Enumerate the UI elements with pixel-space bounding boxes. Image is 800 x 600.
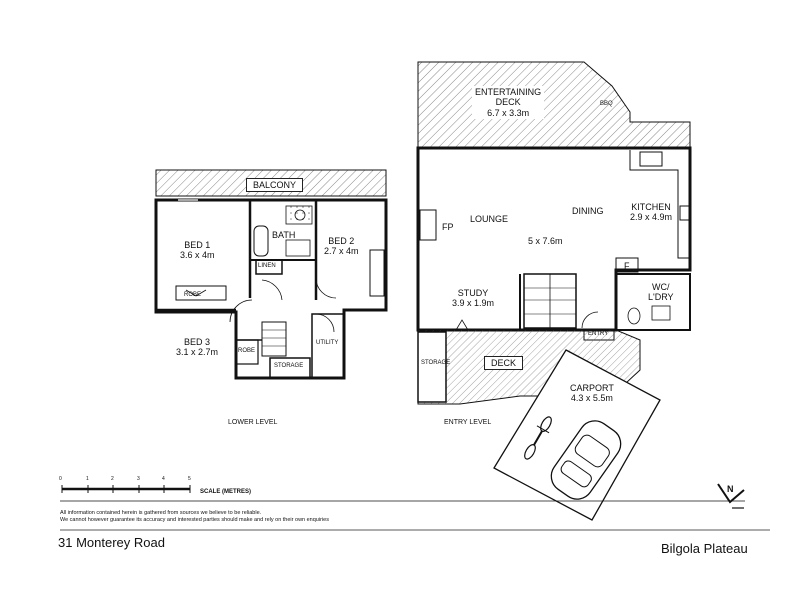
bath-label: BATH [272,230,296,240]
entertaining-deck-name: ENTERTAINING [475,87,542,97]
entertaining-deck-room: ENTERTAINING DECK 6.7 x 3.3m [472,86,545,120]
disclaimer-line1: All information contained herein is gath… [60,510,262,516]
entry-label: ENTRY [588,331,609,337]
bed3-size: 3.1 x 2.7m [176,347,219,358]
linen-cupboard [255,259,283,275]
bed2-room: BED 2 2.7 x 4m [324,236,359,257]
fireplace [419,209,437,241]
scale-bar [60,485,745,502]
wc-line1: WC/ [652,282,670,292]
bed1-robe [175,285,227,301]
bed2-robe [369,249,385,297]
entry-storage [417,331,447,403]
bed3-robe-label: ROBE [238,348,256,354]
address-label: 31 Monterey Road [58,535,165,550]
carport-size: 4.3 x 5.5m [570,393,613,404]
kitchen-room: KITCHEN 2.9 x 4.9m [630,202,672,223]
entry-storage-label: STORAGE [421,360,451,366]
utility-room [311,313,345,379]
lower-level-title: LOWER LEVEL [228,419,278,426]
kitchen-bench [629,150,690,259]
suburb-label: Bilgola Plateau [661,541,748,556]
study-room: STUDY 3.9 x 1.9m [452,288,494,309]
linen-label: LINEN [258,263,276,269]
lower-storage-label: STORAGE [274,363,304,369]
wc-laundry-room: WC/ L'DRY [648,282,674,303]
balcony-label: BALCONY [246,178,304,193]
kitchen-name: KITCHEN [631,202,671,212]
north-label: N [727,484,734,494]
dining-label: DINING [572,206,604,216]
entertaining-deck-size: 6.7 x 3.3m [487,107,530,118]
lower-storage [269,357,311,379]
scale-tick-2: 2 [111,476,114,482]
north-arrow-icon [717,483,745,509]
deck-label: DECK [484,356,524,371]
bed2-size: 2.7 x 4m [324,246,359,257]
scale-tick-3: 3 [137,476,140,482]
carport-room: CARPORT 4.3 x 5.5m [570,383,614,404]
entry-level-title: ENTRY LEVEL [444,419,492,426]
wc-line2: L'DRY [648,292,674,303]
carport [493,349,661,521]
bed2-name: BED 2 [328,236,355,246]
fp-label: FP [442,222,454,232]
entertaining-deck-area [417,61,691,149]
study-name: STUDY [457,288,489,298]
entertaining-deck-sub: DECK [495,97,521,108]
fridge [615,257,639,273]
bed1-room: BED 1 3.6 x 4m [180,240,215,261]
scale-tick-1: 1 [86,476,89,482]
lower-stair [261,321,287,357]
bed3-room: BED 3 3.1 x 2.7m [176,337,218,358]
motorbike-icon [524,416,552,460]
kitchen-size: 2.9 x 4.9m [630,212,673,223]
scale-tick-4: 4 [162,476,165,482]
bed3-name: BED 3 [184,337,211,347]
bbq-label: BBQ [600,101,613,107]
car-icon [550,420,622,500]
bed3-robe [235,339,259,365]
fridge-label: F [624,261,630,271]
lower-level-plan [154,169,388,380]
disclaimer-line2: We cannot however guarantee its accuracy… [60,517,329,523]
bed1-robe-label: ROBE [184,292,202,298]
bed1-name: BED 1 [184,240,211,250]
utility-label: UTILITY [316,340,339,346]
scale-tick-5: 5 [188,476,191,482]
bed1-size: 3.6 x 4m [180,250,215,261]
scale-label: SCALE (METRES) [200,489,251,495]
study-size: 3.9 x 1.9m [452,298,495,309]
entry-level-plan [416,61,692,405]
lounge-label: LOUNGE [470,214,509,224]
lounge-dining-size: 5 x 7.6m [528,236,563,246]
scale-tick-0: 0 [59,476,62,482]
carport-name: CARPORT [570,383,614,393]
wc-laundry [615,273,691,331]
